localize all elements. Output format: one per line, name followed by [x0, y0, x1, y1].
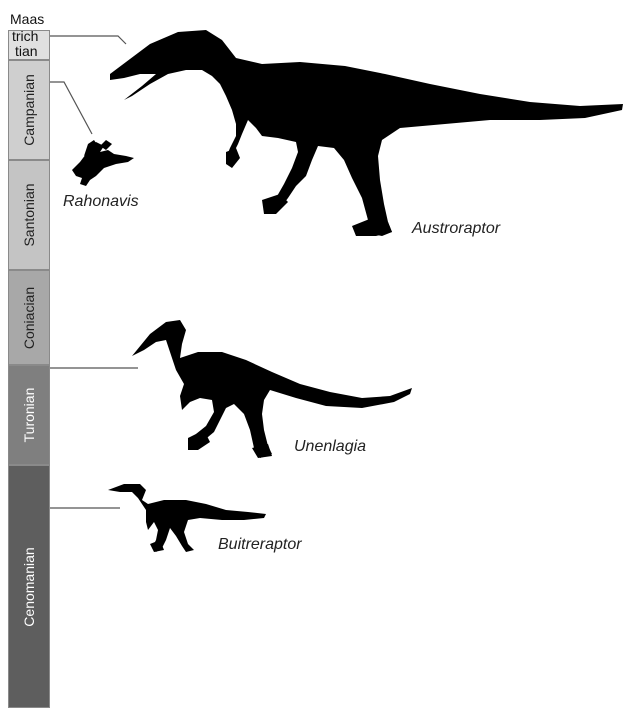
rahonavis-silhouette: [72, 140, 134, 186]
austroraptor-silhouette: [110, 30, 623, 236]
taxon-label-buitreraptor: Buitreraptor: [218, 536, 302, 554]
unenlagia-silhouette: [132, 320, 412, 458]
taxon-label-austroraptor: Austroraptor: [412, 220, 500, 238]
taxon-label-unenlagia: Unenlagia: [294, 438, 366, 456]
connector-rahonavis: [50, 82, 92, 134]
connector-austroraptor: [50, 36, 126, 44]
taxon-label-rahonavis: Rahonavis: [63, 193, 139, 211]
